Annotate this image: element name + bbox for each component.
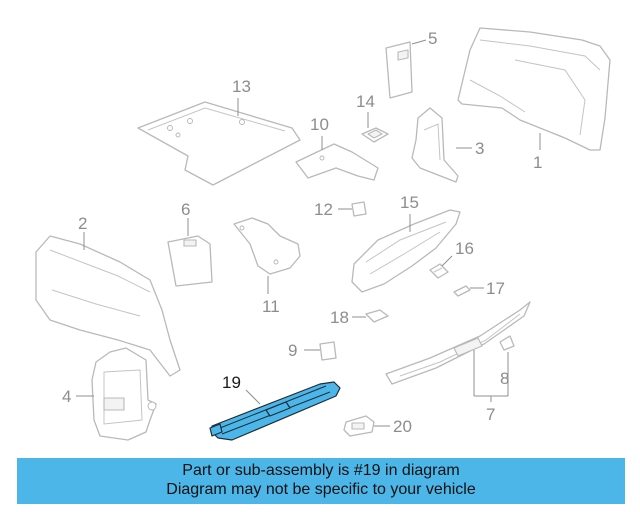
- part-11-bracket: [233, 217, 301, 275]
- callout-1: 1: [533, 153, 542, 172]
- callout-2: 2: [78, 214, 87, 233]
- part-18-clip: [365, 309, 389, 323]
- part-19-cargo-cover[interactable]: [209, 381, 341, 441]
- callout-15: 15: [400, 193, 419, 212]
- callout-6: 6: [181, 200, 190, 219]
- callout-10: 10: [310, 115, 329, 134]
- part-14-clip: [361, 127, 389, 143]
- callout-12: 12: [314, 200, 333, 219]
- part-16-clip: [429, 263, 449, 279]
- part-2-left-quarter-trim: [35, 235, 181, 377]
- part-4-storage-bracket: [91, 347, 157, 441]
- callout-11: 11: [262, 297, 280, 316]
- part-3-trim: [411, 107, 459, 183]
- part-8-clip: [499, 335, 515, 351]
- part-17-pin: [453, 285, 471, 297]
- callout-8: 8: [500, 369, 509, 388]
- callout-16: 16: [455, 239, 474, 258]
- info-banner: Part or sub-assembly is #19 in diagram D…: [17, 458, 625, 504]
- callout-7: 7: [486, 405, 495, 424]
- callout-5: 5: [428, 29, 437, 48]
- part-13-cargo-floor: [137, 101, 301, 186]
- callout-13: 13: [232, 77, 251, 96]
- part-12-clip: [351, 201, 367, 217]
- part-10-bracket: [295, 143, 379, 181]
- part-9-clip: [319, 341, 337, 361]
- part-7-sill-plate: [385, 301, 531, 385]
- part-15-sill-trim: [351, 209, 461, 293]
- part-6-panel: [167, 235, 213, 287]
- callout-3: 3: [475, 139, 484, 158]
- callout-19: 19: [222, 373, 241, 392]
- callout-9: 9: [288, 341, 297, 360]
- callout-18: 18: [330, 308, 349, 327]
- callout-14: 14: [356, 92, 375, 111]
- banner-line-2: Diagram may not be specific to your vehi…: [166, 481, 476, 498]
- callout-4: 4: [62, 387, 71, 406]
- callout-17: 17: [486, 279, 505, 298]
- part-5-panel: [385, 41, 413, 99]
- part-20-bracket: [343, 415, 375, 437]
- part-1-quarter-trim: [457, 27, 611, 151]
- callout-20: 20: [393, 417, 412, 436]
- banner-line-1: Part or sub-assembly is #19 in diagram: [182, 462, 460, 479]
